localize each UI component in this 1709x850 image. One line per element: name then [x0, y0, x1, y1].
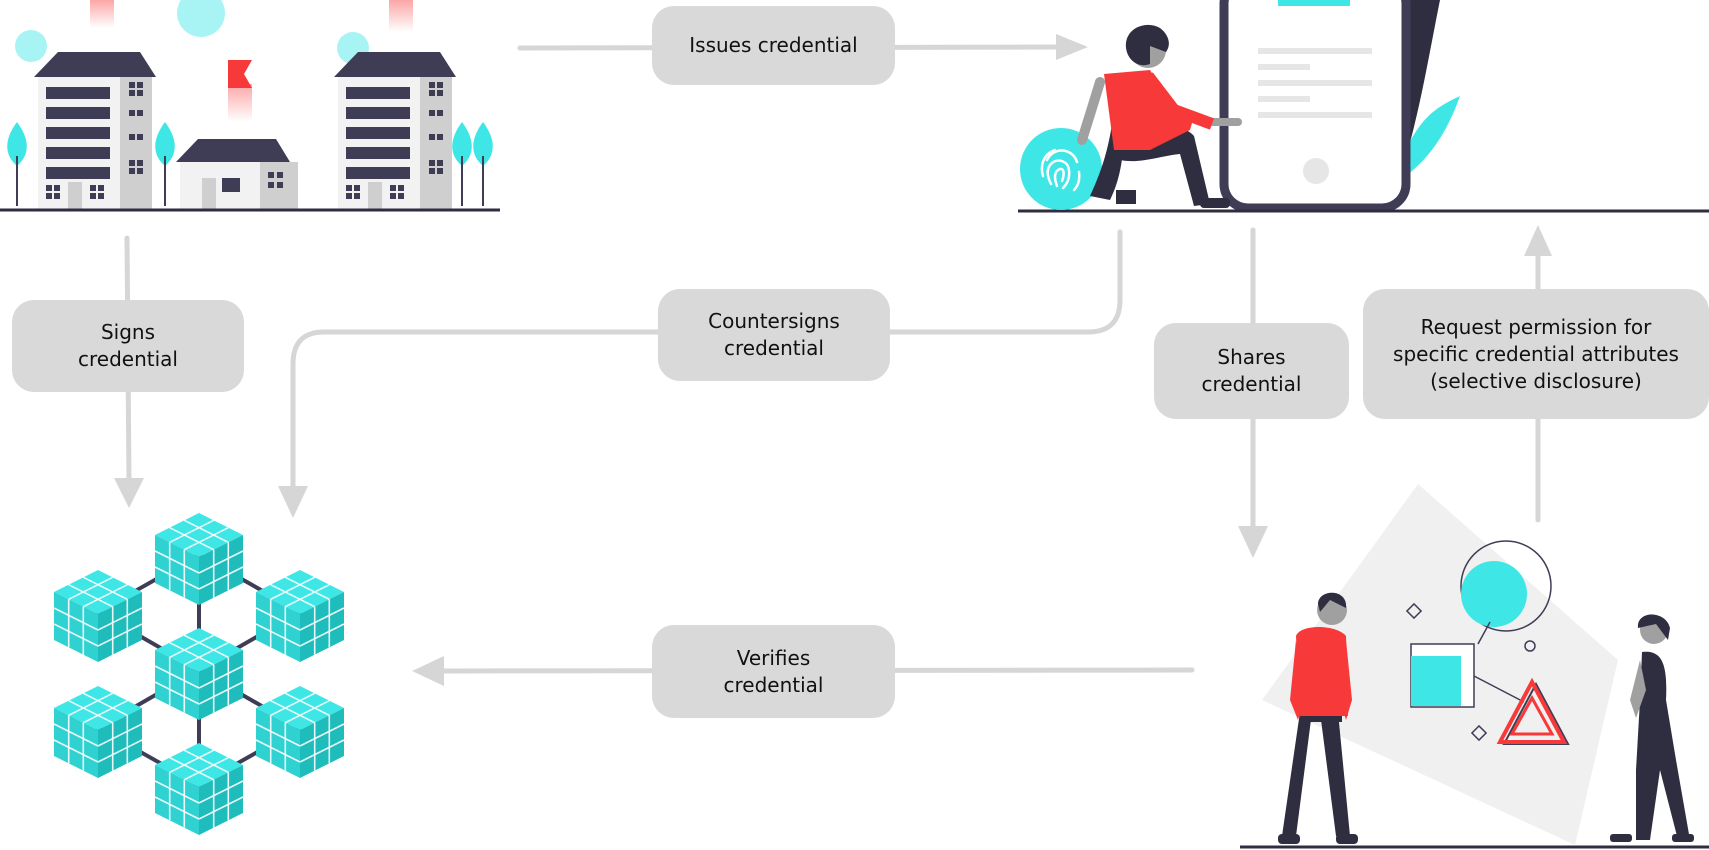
standing-man [1278, 592, 1358, 844]
verifies-label-line-1: Verifies [736, 645, 811, 670]
request-label-line-2: specific credential attributes [1393, 341, 1679, 366]
shares-credential-label: Shares credential [1154, 323, 1349, 419]
shares-label-line-1: Shares [1217, 345, 1286, 369]
countersigns-label-line-2: credential [724, 336, 824, 360]
verifies-label-line-2: credential [723, 672, 824, 697]
signs-credential-label: Signs credential [12, 300, 244, 392]
shares-label-line-2: credential [1201, 372, 1302, 396]
kneeling-woman [1077, 24, 1242, 208]
request-label-line-1: Request permission for [1420, 314, 1652, 339]
small-house [176, 139, 298, 210]
countersigns-credential-label: Countersigns credential [658, 289, 890, 381]
verifies-arrowhead [412, 656, 444, 686]
issues-arrowhead [1056, 34, 1088, 60]
countersigns-label-line-1: Countersigns [708, 309, 840, 333]
person-phone-fingerprint-icon [1018, 0, 1709, 213]
blockchain-cubes-icon [53, 512, 345, 836]
issues-credential-label: Issues credential [652, 6, 895, 85]
shares-arrowhead [1238, 526, 1268, 558]
fingerprint-icon [1020, 128, 1102, 210]
countersigns-arrowhead [278, 486, 308, 518]
two-people-presentation-icon [1240, 484, 1709, 849]
request-arrowhead [1524, 225, 1552, 256]
city-buildings-icon [0, 0, 500, 212]
standing-woman [1610, 614, 1694, 842]
verifies-credential-label: Verifies credential [652, 625, 895, 718]
signs-label-line-1: Signs [100, 320, 156, 344]
signs-arrowhead [114, 478, 144, 508]
signs-label-line-2: credential [78, 347, 178, 371]
request-permission-label: Request permission for specific credenti… [1363, 289, 1709, 419]
request-label-line-3: (selective disclosure) [1430, 368, 1642, 393]
issues-label-line-1: Issues credential [689, 33, 858, 57]
arrowheads [114, 34, 1552, 686]
